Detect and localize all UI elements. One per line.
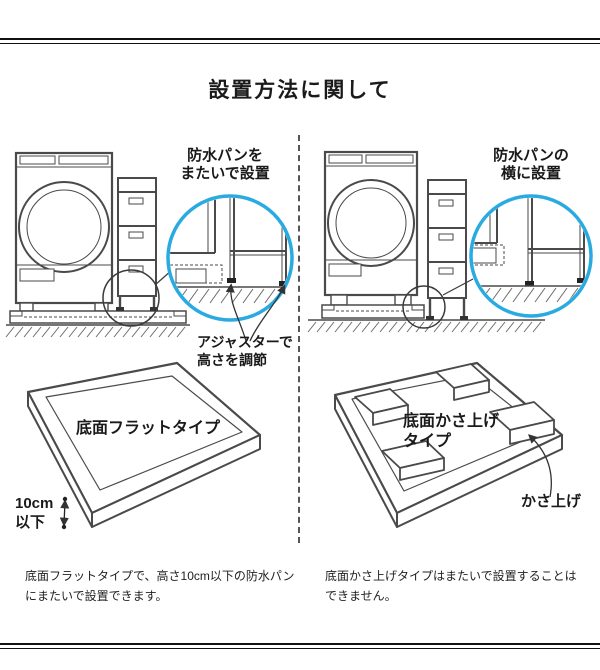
waterproof-pan-side-view: [321, 304, 425, 319]
right-installation-illustration: [307, 150, 593, 528]
top-divider: [0, 38, 600, 44]
raise-pointer-arrow: [528, 434, 552, 498]
raised-pan-label: 底面かさ上げ タイプ: [403, 413, 500, 450]
magnifier-source-circle: [102, 269, 160, 327]
flat-pan-label: 底面フラットタイプ: [76, 420, 221, 437]
page-title: 設置方法に関して: [208, 79, 392, 102]
left-callout-label: 防水パンを またいで設置: [180, 147, 270, 182]
adjuster-arrows: [225, 283, 286, 342]
left-caption: 底面フラットタイプで、高さ10cm以下の防水パン にまたいで設置できます。: [25, 569, 295, 604]
raise-label: かさ上げ: [521, 493, 582, 510]
right-callout-label: 防水パンの 横に設置: [493, 147, 569, 182]
washing-machine-drawing: [14, 151, 114, 312]
flat-pan-drawing: [26, 361, 262, 528]
waterproof-pan-side-view: [9, 310, 187, 324]
washing-machine-drawing: [323, 150, 419, 306]
storage-rack-drawing: [116, 177, 158, 311]
raised-blocks: [354, 363, 555, 481]
ground-hatching: [5, 324, 190, 338]
center-dashed-divider: [298, 135, 300, 543]
bottom-divider: [0, 643, 600, 649]
magnifier-connector-line: [442, 278, 474, 296]
left-installation-illustration: [5, 151, 294, 530]
raised-pan-drawing: [333, 361, 564, 528]
right-caption: 底面かさ上げタイプはまたいで設置することは できません。: [325, 569, 577, 604]
magnifier-source-circle: [402, 285, 446, 329]
storage-rack-drawing: [426, 179, 468, 320]
height-measure-label: 10cm 以下: [15, 495, 54, 531]
height-measure-arrow: [59, 496, 70, 530]
adjuster-note-label: アジャスターで 高さを調節: [197, 334, 293, 369]
ground-hatching: [307, 319, 545, 333]
